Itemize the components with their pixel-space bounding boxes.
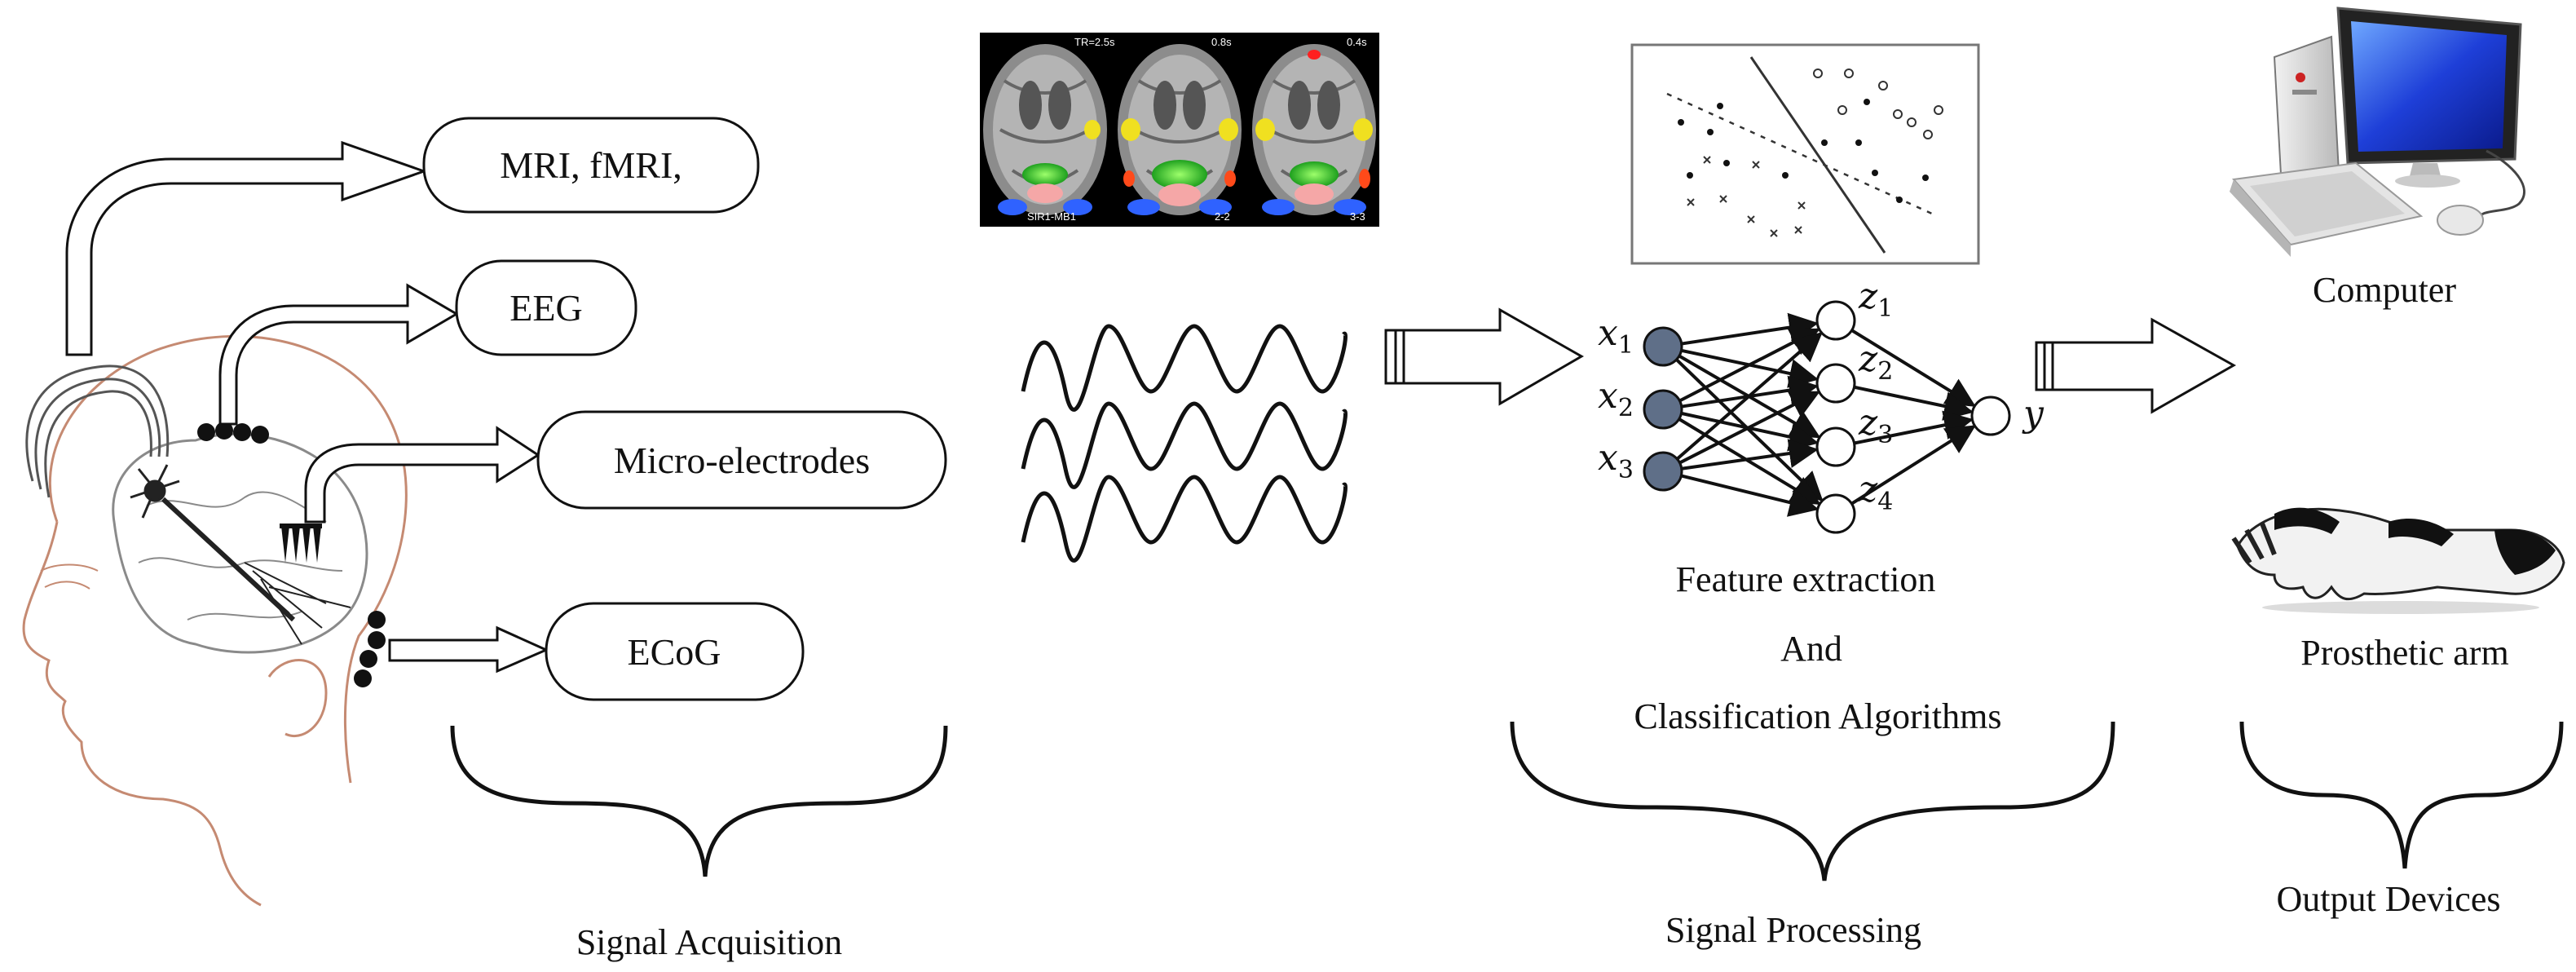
signal-processing-label: Signal Processing xyxy=(1665,910,1921,950)
arrow-to-processing xyxy=(1384,307,1585,406)
nn-hidden-node xyxy=(1815,493,1856,534)
microelectrode-array xyxy=(280,524,322,563)
arrow-to-outputs xyxy=(2035,317,2237,414)
nn-hidden-label: z3 xyxy=(1858,402,1893,449)
nn-edge-x3-z4 xyxy=(1680,474,1820,517)
computer-label: Computer xyxy=(2313,270,2456,310)
nn-edge-x3-z1 xyxy=(1676,332,1823,461)
neural-network-diagram: x1 x2 x3 z1 z2 z3 z4 y xyxy=(1598,276,2044,534)
computer-icon xyxy=(2230,7,2525,257)
nn-edge-z4-y xyxy=(1850,425,1976,506)
mri-label-tr: TR=2.5s xyxy=(1074,36,1115,48)
nn-hidden-label: z1 xyxy=(1858,276,1893,323)
mri-label-sir: SIR1-MB1 xyxy=(1027,210,1076,223)
mri-label-08: 0.8s xyxy=(1211,36,1232,48)
svg-text:Micro-electrodes: Micro-electrodes xyxy=(614,440,870,481)
nn-input-label: x2 xyxy=(1598,375,1634,422)
prosthetic-arm-label: Prosthetic arm xyxy=(2300,633,2508,673)
nn-hidden-node xyxy=(1815,300,1856,341)
output-brace xyxy=(2239,721,2564,869)
nn-edge-z3-y xyxy=(1854,410,1974,445)
modality-microelectrodes-pill: Micro-electrodes xyxy=(536,410,947,510)
nn-edge-x1-z1 xyxy=(1681,312,1819,346)
nn-hidden-label: z2 xyxy=(1858,338,1893,386)
processing-caption-line3: Classification Algorithms xyxy=(1634,696,2002,736)
acquisition-brace xyxy=(450,725,948,877)
svg-text:ECoG: ECoG xyxy=(628,631,721,673)
nn-output-node xyxy=(1970,395,2011,436)
nn-input-node xyxy=(1643,326,1683,367)
scatter-plot-icon xyxy=(1630,43,1980,265)
nn-input-label: x1 xyxy=(1598,312,1634,360)
signal-acquisition-label: Signal Acquisition xyxy=(576,922,842,962)
nn-output-label: y xyxy=(2022,393,2044,435)
nn-edge-z2-y xyxy=(1854,385,1974,421)
eeg-electrodes xyxy=(197,422,269,444)
processing-caption-line2: And xyxy=(1780,629,1842,669)
prosthetic-arm-icon xyxy=(2231,507,2565,614)
output-devices-label: Output Devices xyxy=(2277,879,2501,919)
nn-edge-x3-z3 xyxy=(1681,439,1819,471)
modality-mri-pill: MRI, fMRI, xyxy=(422,117,760,214)
acquisition-arrows xyxy=(65,140,549,674)
neuron-icon xyxy=(130,464,351,645)
ecog-electrodes xyxy=(354,611,386,687)
brain-scan-images: TR=2.5s 0.8s 0.4s SIR1-MB1 2-2 3-3 xyxy=(980,33,1379,227)
modality-eeg-pill: EEG xyxy=(455,259,637,356)
processing-caption-line1: Feature extraction xyxy=(1676,559,1936,599)
brain-wave-icon xyxy=(1021,324,1348,563)
svg-text:EEG: EEG xyxy=(509,287,582,329)
nn-edge-x3-z2 xyxy=(1678,391,1820,465)
mri-label-33: 3-3 xyxy=(1350,210,1365,223)
nn-hidden-label: z4 xyxy=(1858,469,1893,516)
mri-label-04: 0.4s xyxy=(1347,36,1367,48)
nn-input-node xyxy=(1643,451,1683,492)
nn-input-label: x3 xyxy=(1598,437,1634,484)
modality-ecog-pill: ECoG xyxy=(545,602,805,701)
svg-text:MRI, fMRI,: MRI, fMRI, xyxy=(500,144,682,186)
mri-label-22: 2-2 xyxy=(1215,210,1230,223)
head-illustration-icon xyxy=(22,334,408,907)
processing-brace xyxy=(1510,721,2115,881)
nn-hidden-node xyxy=(1815,426,1856,467)
nn-hidden-node xyxy=(1815,363,1856,404)
nn-input-node xyxy=(1643,389,1683,430)
